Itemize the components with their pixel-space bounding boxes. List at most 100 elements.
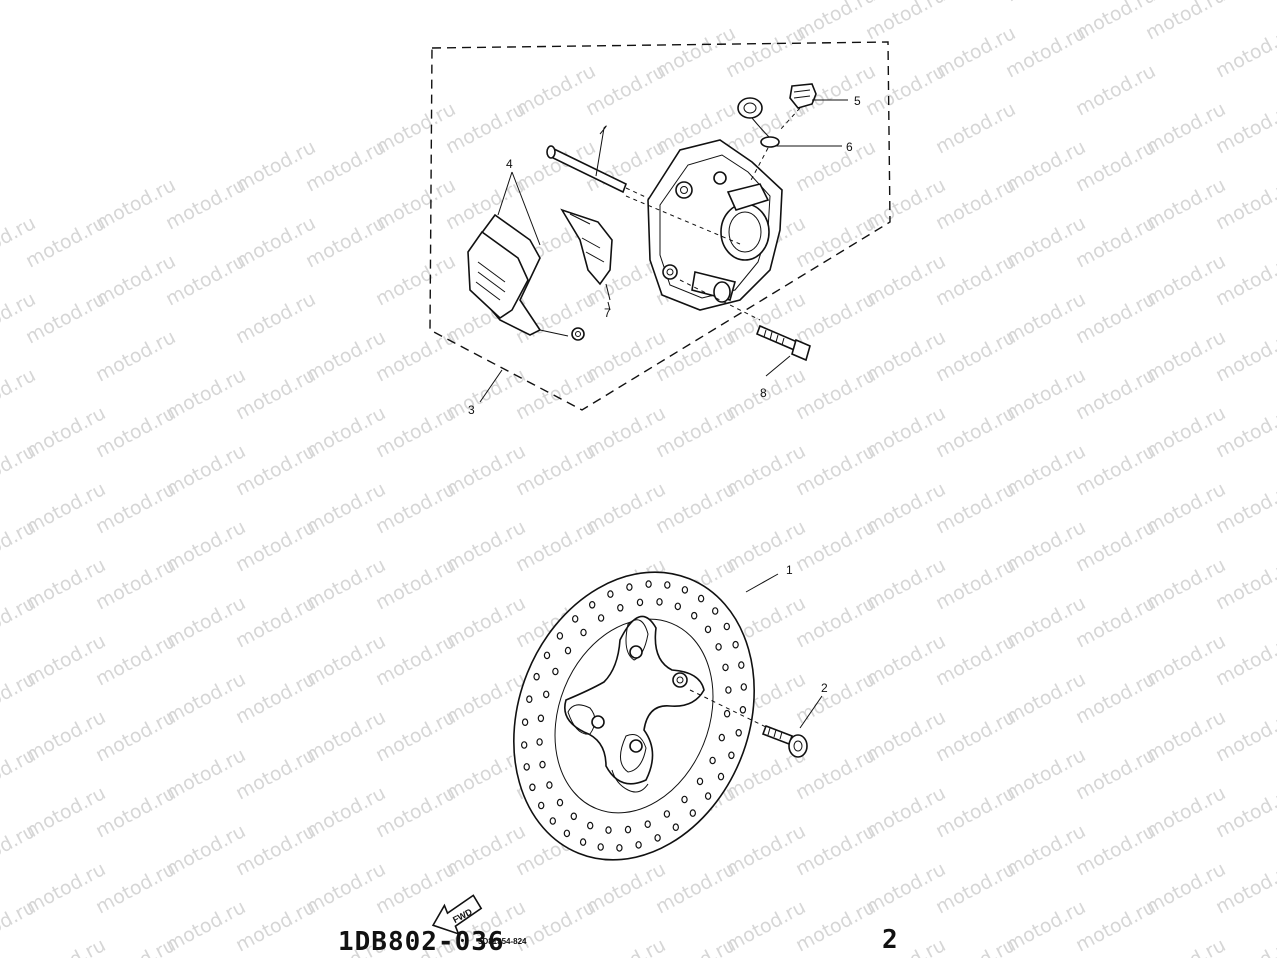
disc-vent-hole xyxy=(735,728,742,737)
watermark-text: motod.ru xyxy=(792,136,879,196)
watermark-text: motod.ru xyxy=(512,364,599,424)
disc-vent-hole xyxy=(723,709,731,718)
watermark-text: motod.ru xyxy=(582,934,669,958)
disc-vent-hole xyxy=(722,663,729,672)
brake-pad-set xyxy=(467,171,585,341)
watermark-text: motod.ru xyxy=(862,60,949,120)
watermark-text: motod.ru xyxy=(92,402,179,462)
caliper-assembly-boundary xyxy=(429,41,891,411)
watermark-text: motod.ru xyxy=(1072,896,1159,956)
watermark-text: motod.ru xyxy=(232,592,319,652)
watermark-text: motod.ru xyxy=(1072,364,1159,424)
disc-vent-hole xyxy=(521,741,528,749)
disc-vent-hole xyxy=(589,600,596,609)
watermark-text: motod.ru xyxy=(22,212,109,272)
watermark-text: motod.ru xyxy=(1072,744,1159,804)
disc-vent-hole xyxy=(689,809,697,817)
watermark-text: motod.ru xyxy=(1072,288,1159,348)
disc-vent-holes xyxy=(521,580,748,852)
watermark-text: motod.ru xyxy=(652,858,739,918)
disc-vent-hole xyxy=(597,614,605,622)
disc-vent-hole xyxy=(664,581,671,589)
brake-disc xyxy=(513,571,755,861)
watermark-text: motod.ru xyxy=(1072,820,1159,880)
watermark-text: motod.ru xyxy=(1142,934,1229,958)
disc-vent-hole xyxy=(740,683,748,691)
watermark-text: motod.ru xyxy=(22,288,109,348)
callout-3: 3 xyxy=(468,403,475,417)
watermark-text: motod.ru xyxy=(232,820,319,880)
disc-vent-hole xyxy=(546,781,553,789)
disc-vent-hole xyxy=(636,598,644,607)
watermark-text: motod.ru xyxy=(652,402,739,462)
watermark-text: motod.ru xyxy=(932,326,1019,386)
callout-8: 8 xyxy=(760,386,767,400)
disc-vent-hole xyxy=(672,823,680,832)
bleed-screw xyxy=(737,83,817,183)
watermark-text: motod.ru xyxy=(92,478,179,538)
disc-vent-hole xyxy=(537,714,545,723)
disc-vent-hole xyxy=(654,834,661,842)
watermark-text: motod.ru xyxy=(1072,440,1159,500)
watermark-text: motod.ru xyxy=(372,554,459,614)
watermark-text: motod.ru xyxy=(1072,668,1159,728)
watermark-text: motod.ru xyxy=(302,212,389,272)
disc-vent-hole xyxy=(718,733,726,742)
disc-vent-hole xyxy=(674,602,682,611)
watermark-text: motod.ru xyxy=(582,60,669,120)
disc-vent-hole xyxy=(635,841,642,849)
watermark-text: motod.ru xyxy=(232,896,319,956)
watermark-text: motod.ru xyxy=(0,516,39,576)
watermark-text: motod.ru xyxy=(92,326,179,386)
disc-vent-hole xyxy=(605,826,612,834)
disc-vent-hole xyxy=(616,844,623,852)
watermark-text: motod.ru xyxy=(512,440,599,500)
watermark-text: motod.ru xyxy=(232,440,319,500)
disc-vent-hole xyxy=(712,607,719,615)
watermark-text: motod.ru xyxy=(792,820,879,880)
watermark-text: motod.ru xyxy=(512,896,599,956)
disc-vent-hole xyxy=(663,810,671,818)
watermark-text: motod.ru xyxy=(1072,592,1159,652)
disc-vent-hole xyxy=(579,838,587,846)
disc-vent-hole xyxy=(715,643,722,651)
callout-1: 1 xyxy=(786,563,793,577)
disc-vent-hole xyxy=(691,611,698,620)
disc-vent-hole xyxy=(552,667,559,676)
watermark-text: motod.ru xyxy=(1002,22,1089,82)
watermark-text: motod.ru xyxy=(232,516,319,576)
watermark-text: motod.ru xyxy=(932,98,1019,158)
watermark-text: motod.ru xyxy=(0,668,39,728)
disc-vent-hole xyxy=(549,817,557,825)
watermark-text: motod.ru xyxy=(232,668,319,728)
watermark-text: motod.ru xyxy=(0,820,39,880)
watermark-text: motod.ru xyxy=(0,364,39,424)
disc-vent-hole xyxy=(572,615,579,623)
disc-vent-hole xyxy=(709,756,716,765)
watermark-text: motod.ru xyxy=(932,706,1019,766)
disc-vent-hole xyxy=(723,622,731,631)
watermark-text: motod.ru xyxy=(372,250,459,310)
watermark-text: motod.ru xyxy=(792,516,879,576)
watermark-text: motod.ru xyxy=(932,402,1019,462)
watermark-text: motod.ru xyxy=(792,668,879,728)
watermark-text: motod.ru xyxy=(512,516,599,576)
diagram-code: 1DB802-036 xyxy=(338,927,505,957)
caliper-bolt xyxy=(755,324,811,362)
watermark-text: motod.ru xyxy=(652,326,739,386)
watermark-text: motod.ru xyxy=(1072,516,1159,576)
watermark-text: motod.ru xyxy=(0,896,39,956)
watermark-text: motod.ru xyxy=(22,934,109,958)
disc-vent-hole xyxy=(717,772,725,781)
watermark-text: motod.ru xyxy=(1142,0,1229,44)
watermark-text: motod.ru xyxy=(92,706,179,766)
watermark-text: motod.ru xyxy=(232,744,319,804)
disc-vent-hole xyxy=(681,795,688,804)
watermark-text: motod.ru xyxy=(372,630,459,690)
watermark-text: motod.ru xyxy=(792,212,879,272)
disc-vent-hole xyxy=(626,583,633,591)
watermark-text: motod.ru xyxy=(1072,212,1159,272)
disc-vent-hole xyxy=(656,598,663,606)
watermark-text: motod.ru xyxy=(932,554,1019,614)
